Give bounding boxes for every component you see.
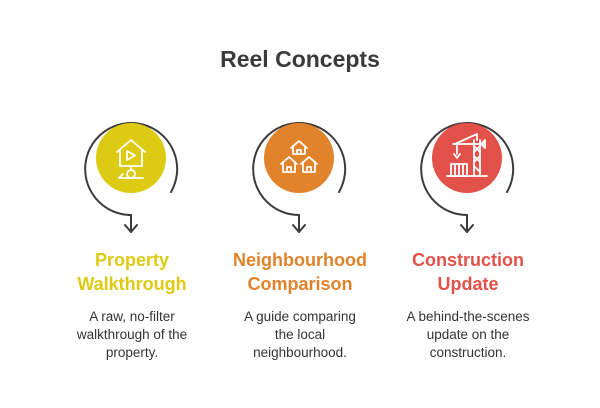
houses-icon: [280, 140, 318, 173]
concept-description: A guide comparing the local neighbourhoo…: [210, 308, 390, 362]
icon-circle: [264, 123, 334, 193]
house-video-camera-icon: [116, 139, 146, 179]
concept-description: A behind-the-scenes update on the constr…: [378, 308, 558, 362]
heading-line: Update: [437, 274, 499, 294]
concept-card-construction-update: Construction Update A behind-the-scenes …: [383, 110, 553, 400]
cycle-ring: [84, 122, 179, 233]
heading-line: Neighbourhood: [233, 250, 367, 270]
description-line: property.: [105, 345, 159, 360]
concept-heading: Neighbourhood Comparison: [205, 248, 395, 296]
description-line: construction.: [429, 345, 507, 360]
cycle-ring: [252, 122, 347, 233]
cycle-ring: [420, 122, 515, 233]
description-line: A raw, no-filter: [89, 309, 175, 324]
concept-card-property-walkthrough: Property Walkthrough A raw, no-filter wa…: [47, 110, 217, 400]
concept-description: A raw, no-filter walkthrough of the prop…: [42, 308, 222, 362]
concept-heading: Construction Update: [373, 248, 563, 296]
description-line: the local: [274, 327, 326, 342]
heading-line: Property: [94, 250, 170, 270]
concept-heading: Property Walkthrough: [37, 248, 227, 296]
description-line: neighbourhood.: [253, 345, 347, 360]
description-line: update on the: [426, 327, 510, 342]
concept-card-neighbourhood-comparison: Neighbourhood Comparison A guide compari…: [215, 110, 385, 400]
description-line: walkthrough of the: [76, 327, 188, 342]
heading-line: Comparison: [247, 274, 353, 294]
description-line: A behind-the-scenes: [406, 309, 530, 324]
icon-circle: [432, 123, 502, 193]
heading-line: Construction: [412, 250, 524, 270]
crane-icon: [446, 133, 488, 177]
heading-line: Walkthrough: [77, 274, 187, 294]
description-line: A guide comparing: [244, 309, 356, 324]
page-title: Reel Concepts: [220, 46, 380, 72]
